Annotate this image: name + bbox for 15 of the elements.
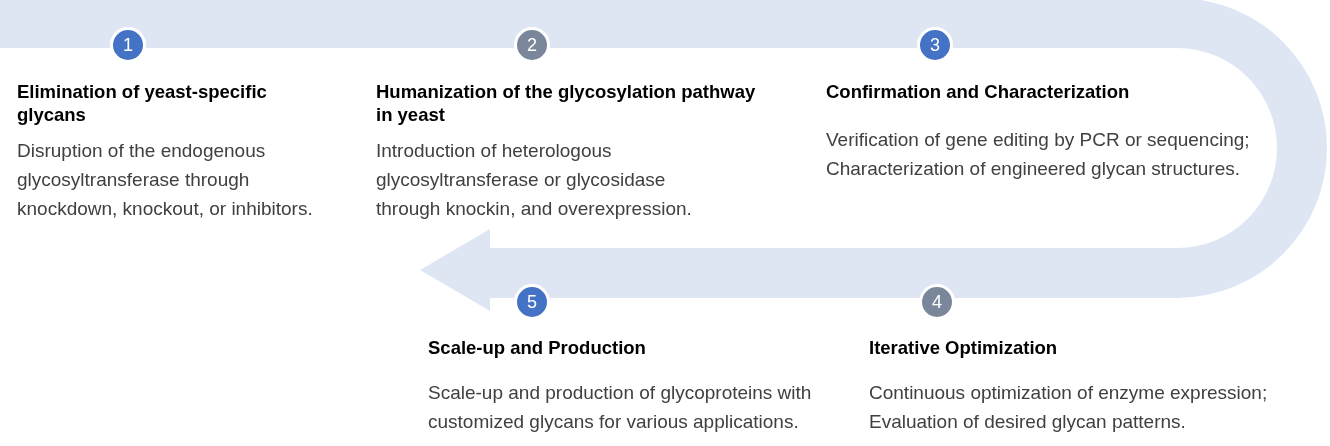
step-description: Scale-up and production of glycoproteins with customized glycans for various applications. <box>428 381 813 434</box>
step-description: Verification of gene editing by PCR or sequencing; Characterization of engineered glycan structures. <box>826 128 1251 181</box>
step-heading: Elimination of yeast-specific glycans <box>17 80 268 126</box>
step-number: 1 <box>110 27 146 63</box>
step-description: Continuous optimization of enzyme expression; Evaluation of desired glycan patterns. <box>869 381 1269 434</box>
step-heading: Scale-up and Production <box>428 336 647 359</box>
step-description: Introduction of heterologous glycosyltransferase or glycosidase through knockin, and overexpression. <box>376 139 693 221</box>
step-number: 3 <box>917 27 953 63</box>
step-heading: Iterative Optimization <box>869 336 1059 359</box>
step-number: 4 <box>919 284 955 320</box>
step-description: Disruption of the endogenous glycosyltransferase through knockdown, knockout, or inhibitors. <box>17 139 314 221</box>
step-heading: Confirmation and Characterization <box>826 80 1131 103</box>
step-number: 5 <box>514 284 550 320</box>
step-heading: Humanization of the glycosylation pathway in yeast <box>376 80 757 126</box>
step-number: 2 <box>514 27 550 63</box>
